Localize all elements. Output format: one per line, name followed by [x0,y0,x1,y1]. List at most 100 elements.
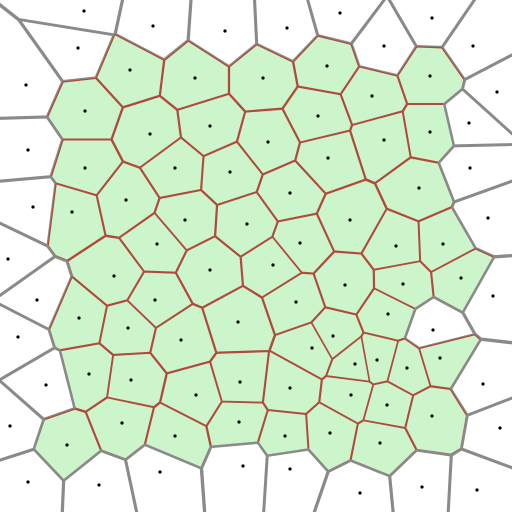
inner-cell [240,236,303,298]
seed-point [316,114,320,118]
seed-point [370,94,374,98]
seed-point [382,44,386,48]
seed-point [173,166,177,170]
seed-point [343,283,347,287]
seed-point [467,121,471,125]
seed-point [158,470,162,474]
seed-point [83,109,87,113]
seed-point [194,393,198,397]
seed-point [353,362,357,366]
seed-point [124,198,128,202]
inner-cell [96,161,160,238]
seed-point [438,356,442,360]
seed-point [386,312,390,316]
inner-cell [202,285,276,353]
seed-point [151,24,155,28]
seed-point [382,138,386,142]
seed-point [326,156,330,160]
inner-cell [111,95,182,168]
inner-cell [418,334,481,390]
seed-point [112,274,116,278]
seed-point [285,26,289,30]
seed-point [65,443,69,447]
inner-cell [106,352,167,408]
seed-point [375,358,379,362]
seed-point [441,242,445,246]
inner-cell [175,236,244,308]
seed-point [31,205,35,209]
seed-point [420,485,424,489]
outer-cell [437,143,512,203]
seed-point [325,64,329,68]
seed-point [486,216,490,220]
inner-cell [295,130,366,194]
seed-point [405,366,409,370]
inner-cell [316,179,387,254]
seed-point [430,16,434,20]
seed-point [378,441,382,445]
inner-cell [200,141,263,206]
seed-point [428,74,432,78]
outer-cell [450,180,512,258]
inner-cell [261,272,326,336]
outer-cell [388,0,476,49]
seed-point [8,424,12,428]
inner-cell [127,271,193,329]
seed-point [128,68,132,72]
seed-point [288,467,292,471]
seed-point [385,403,389,407]
seed-point [475,488,479,492]
seed-point [283,434,287,438]
seed-point [358,491,362,495]
seed-point [238,380,242,384]
seed-point [236,320,240,324]
outer-cell [187,0,258,68]
seed-point [153,298,157,302]
inner-cell [118,212,187,273]
seed-point [208,268,212,272]
seed-point [173,434,177,438]
outer-cell [447,448,512,512]
seed-point [298,241,302,245]
inner-cell [159,361,223,427]
inner-cell [150,303,217,374]
seed-point [468,166,472,170]
seed-point [430,414,434,418]
seed-point [70,210,74,214]
inner-cell [361,208,421,271]
seed-point [76,46,80,50]
inner-cell [340,66,408,126]
seed-point [129,378,133,382]
seed-point [471,44,475,48]
inner-cell [256,160,326,222]
seed-point [498,426,502,430]
seed-point [223,29,227,33]
seed-point [237,420,241,424]
seed-point [310,346,314,350]
seed-points [6,9,502,495]
seed-point [328,431,332,435]
seed-point [16,335,20,339]
seed-point [148,132,152,136]
inner-cell [319,375,374,424]
seed-point [77,316,81,320]
seed-point [83,166,87,170]
seed-point [338,11,342,15]
seed-point [24,83,28,87]
outer-cell [449,338,512,417]
seed-point [26,480,30,484]
seed-point [44,383,48,387]
inner-cell [269,322,333,380]
inner-cell [159,40,230,111]
inner-cell [139,137,204,199]
seed-point [245,222,249,226]
seed-point [120,421,124,425]
inner-cell [349,111,411,184]
seed-point [241,464,245,468]
seed-point [6,257,10,261]
seed-point [288,386,292,390]
seed-point [35,298,39,302]
inner-cell [67,235,145,306]
seed-point [417,186,421,190]
